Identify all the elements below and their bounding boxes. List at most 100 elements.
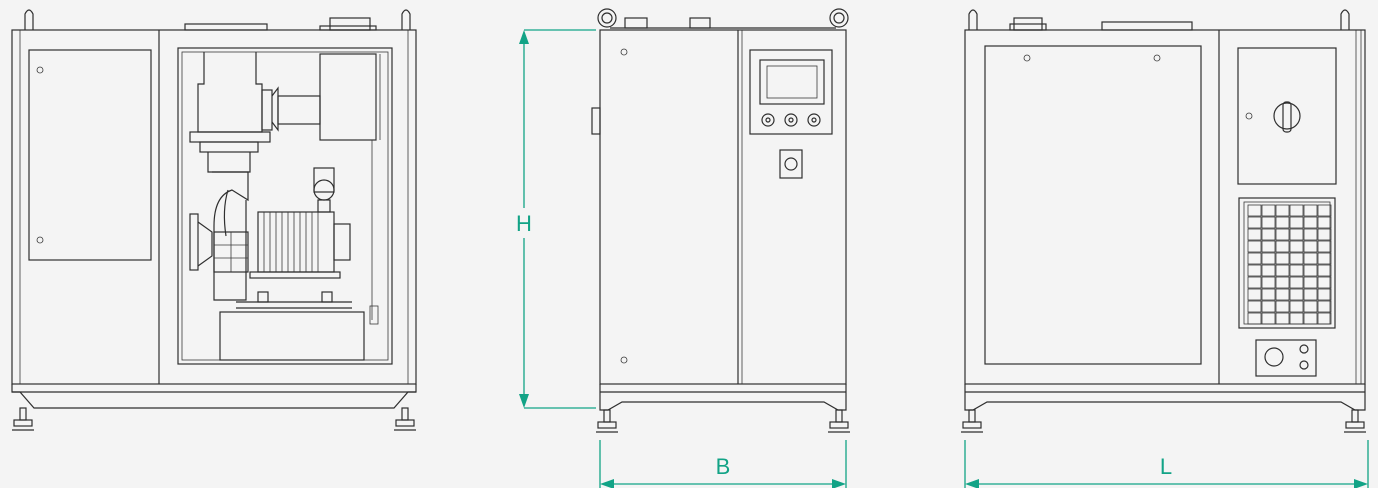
grille-cell <box>1289 228 1304 241</box>
grille-cell <box>1317 252 1332 265</box>
control-knob <box>784 113 798 127</box>
grille-cell <box>1289 216 1304 229</box>
grille-cell <box>1275 264 1290 277</box>
height-label: H <box>516 211 532 236</box>
leveling-foot <box>596 409 618 433</box>
grille-cell <box>1303 216 1318 229</box>
grille-cell <box>1317 300 1332 313</box>
leveling-foot <box>394 407 416 431</box>
grille-cell <box>1247 264 1262 277</box>
grille-cell <box>1275 276 1290 289</box>
grille-cell <box>1247 300 1262 313</box>
cabinet-body <box>11 29 417 385</box>
access-door <box>984 45 1202 365</box>
grille-cell <box>1317 228 1332 241</box>
grille-cell <box>1303 252 1318 265</box>
width-dimension: B <box>599 440 847 488</box>
grille-cell <box>1261 264 1276 277</box>
grille-cell <box>1247 216 1262 229</box>
grille-cells <box>1247 204 1332 325</box>
grille-cell <box>1261 276 1276 289</box>
grille-cell <box>1247 312 1262 325</box>
grille-cell <box>1289 204 1304 217</box>
grille-cell <box>1289 240 1304 253</box>
grille-cell <box>1289 264 1304 277</box>
lifting-ring <box>829 8 849 28</box>
grille-cell <box>1317 276 1332 289</box>
control-panel <box>749 49 833 135</box>
grille-cell <box>1247 276 1262 289</box>
grille-cell <box>1275 288 1290 301</box>
leveling-foot <box>1344 409 1366 433</box>
grille-cell <box>1303 300 1318 313</box>
grille-cell <box>1275 240 1290 253</box>
grille-cell <box>1303 288 1318 301</box>
grille-cell <box>1261 252 1276 265</box>
grille-cell <box>1317 216 1332 229</box>
grille-cell <box>1261 312 1276 325</box>
lifting-ring <box>597 8 617 28</box>
grille-cell <box>1289 288 1304 301</box>
grille-cell <box>1303 312 1318 325</box>
display-screen <box>759 59 825 105</box>
main-switch-icon <box>1273 101 1301 133</box>
width-label: B <box>716 454 731 479</box>
grille-cell <box>1289 312 1304 325</box>
grille-cell <box>1317 204 1332 217</box>
lifting-eye <box>1340 9 1350 30</box>
leveling-foot <box>961 409 983 433</box>
lifting-eye <box>968 9 978 30</box>
grille-cell <box>1275 252 1290 265</box>
main-switch-panel <box>1237 47 1337 185</box>
grille-cell <box>1289 276 1304 289</box>
grille-cell <box>1303 228 1318 241</box>
grille-cell <box>1275 312 1290 325</box>
grille-cell <box>1275 216 1290 229</box>
lifting-eye <box>24 9 34 30</box>
motor <box>257 211 335 273</box>
service-door <box>28 49 152 261</box>
grille-cell <box>1303 276 1318 289</box>
grille-cell <box>1261 216 1276 229</box>
length-dimension: L <box>964 440 1369 488</box>
grille-cell <box>1303 240 1318 253</box>
ventilation-grille <box>1238 197 1336 329</box>
grille-cell <box>1247 288 1262 301</box>
grille-cell <box>1261 204 1276 217</box>
emergency-stop-button <box>779 149 803 179</box>
grille-cell <box>1247 204 1262 217</box>
grille-cell <box>1247 228 1262 241</box>
control-knob <box>761 113 775 127</box>
grille-cell <box>1317 240 1332 253</box>
grille-cell <box>1275 228 1290 241</box>
grille-cell <box>1261 240 1276 253</box>
cabinet-body <box>964 29 1366 385</box>
front-view: H B <box>512 8 850 488</box>
lifting-eye <box>401 9 411 30</box>
grille-cell <box>1303 264 1318 277</box>
grille-cell <box>1261 228 1276 241</box>
grille-cell <box>1317 312 1332 325</box>
open-side-view <box>11 9 417 431</box>
grille-cell <box>1275 300 1290 313</box>
leveling-foot <box>828 409 850 433</box>
length-label: L <box>1160 454 1172 479</box>
height-dimension: H <box>512 29 596 409</box>
control-knob <box>807 113 821 127</box>
grille-cell <box>1275 204 1290 217</box>
cabinet-body <box>599 29 847 385</box>
grille-cell <box>1317 264 1332 277</box>
grille-cell <box>1317 288 1332 301</box>
grille-cell <box>1247 252 1262 265</box>
long-side-view: L <box>961 9 1369 488</box>
leveling-foot <box>12 407 34 431</box>
connector-plate <box>1255 339 1317 377</box>
grille-cell <box>1261 300 1276 313</box>
grille-cell <box>1261 288 1276 301</box>
grille-cell <box>1289 300 1304 313</box>
grille-cell <box>1247 240 1262 253</box>
grille-cell <box>1289 252 1304 265</box>
grille-cell <box>1303 204 1318 217</box>
control-box <box>319 53 377 141</box>
